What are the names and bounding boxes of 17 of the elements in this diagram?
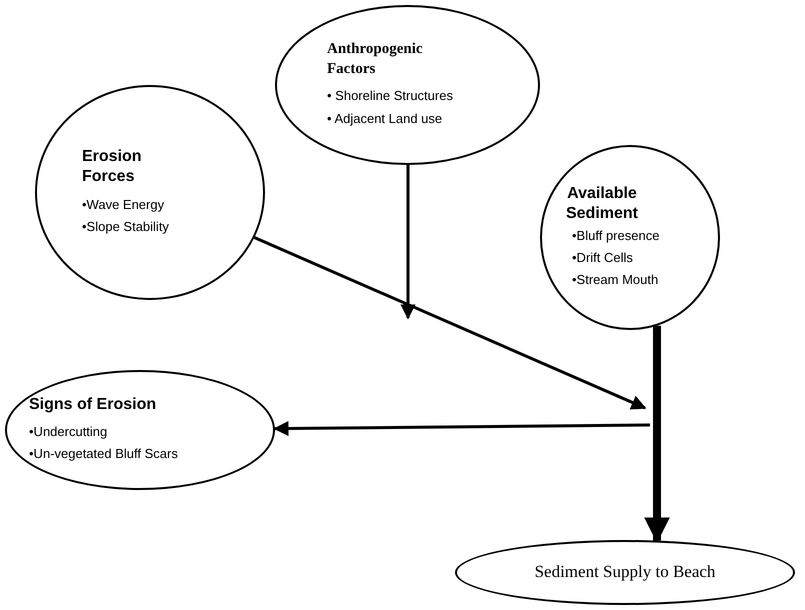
arrow [273,421,650,436]
bullet-item: •Bluff presence [572,227,660,246]
node-heading: Anthropogenic Factors [327,40,424,79]
arrow [254,236,646,410]
node-heading: Sediment Supply to Beach [534,561,716,584]
node-heading: Available Sediment [564,184,639,224]
bullet-item: •Drift Cells [572,249,634,268]
bullet-item: •Un-vegetated Bluff Scars [29,445,179,464]
arrow [400,165,416,320]
bullet-item: •Stream Mouth [572,271,660,290]
node-heading: Signs of Erosion [29,394,158,414]
bullet-item: •Slope Stability [82,218,170,236]
bullet-item: • Adjacent Land use [327,110,444,128]
bullet-item: •Undercutting [29,423,108,442]
node-heading: Erosion Forces [82,146,143,188]
bullet-item: •Wave Energy [82,196,166,214]
bullet-item: • Shoreline Structures [327,87,454,106]
